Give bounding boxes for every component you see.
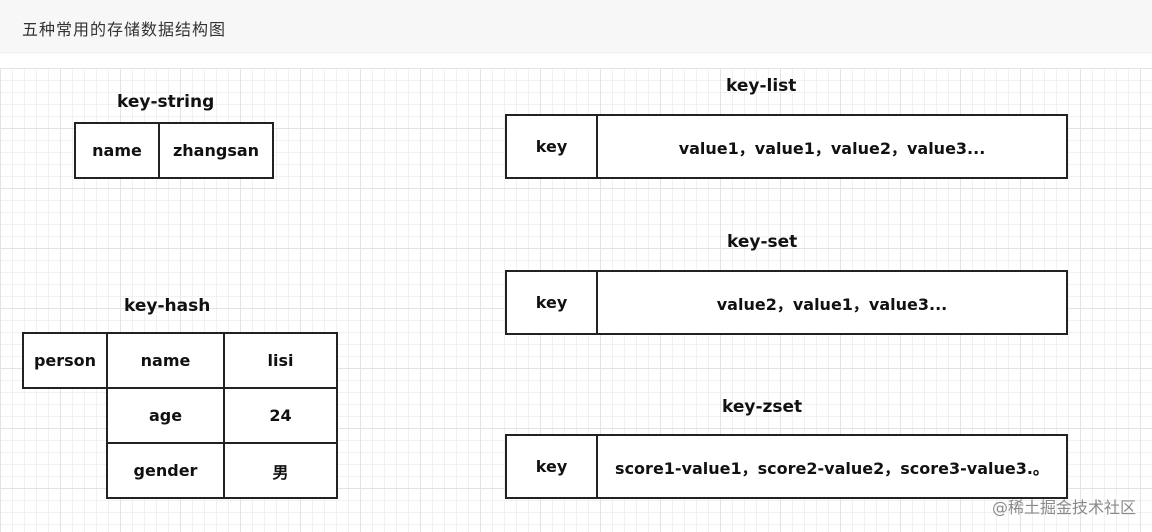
hash-value-cell: lisi xyxy=(267,351,294,370)
key-string-box: name zhangsan xyxy=(74,122,274,179)
key-string-label: key-string xyxy=(117,92,215,112)
key-string-field-cell: name xyxy=(92,141,142,160)
key-hash-label: key-hash xyxy=(124,296,211,316)
divider xyxy=(108,442,336,444)
hash-value-cell: 24 xyxy=(269,406,292,425)
key-list-value-cell: value1，value1，value2，value3... xyxy=(678,138,986,158)
page-title: 五种常用的存储数据结构图 xyxy=(22,20,227,39)
header-bar: 五种常用的存储数据结构图 xyxy=(0,0,1152,52)
key-zset-label: key-zset xyxy=(722,397,803,417)
watermark: @稀土掘金技术社区 xyxy=(991,498,1136,517)
key-list-label: key-list xyxy=(726,76,797,96)
key-hash-key-cell: person xyxy=(33,351,97,370)
key-zset-key-cell: key xyxy=(535,457,568,476)
hash-field-cell: age xyxy=(148,406,183,425)
hash-field-cell: gender xyxy=(133,461,198,480)
key-zset-box: key score1-value1，score2-value2，score3-v… xyxy=(505,434,1068,499)
hash-value-cell: 男 xyxy=(272,462,289,482)
key-set-key-cell: key xyxy=(535,293,568,312)
key-set-box: key value2，value1，value3... xyxy=(505,270,1068,335)
key-hash-fields-table: name lisi age 24 gender 男 xyxy=(106,332,338,499)
key-set-value-cell: value2，value1，value3... xyxy=(716,294,948,314)
divider xyxy=(158,124,160,177)
key-list-key-cell: key xyxy=(535,137,568,156)
divider xyxy=(596,436,598,497)
divider xyxy=(223,334,225,497)
key-list-box: key value1，value1，value2，value3... xyxy=(505,114,1068,179)
key-hash-key-box: person xyxy=(22,332,108,389)
divider xyxy=(108,387,336,389)
hash-field-cell: name xyxy=(140,351,191,370)
key-zset-value-cell: score1-value1，score2-value2，score3-value… xyxy=(615,458,1049,478)
key-set-label: key-set xyxy=(727,232,798,252)
divider xyxy=(596,116,598,177)
key-string-value-cell: zhangsan xyxy=(172,141,260,160)
divider xyxy=(596,272,598,333)
